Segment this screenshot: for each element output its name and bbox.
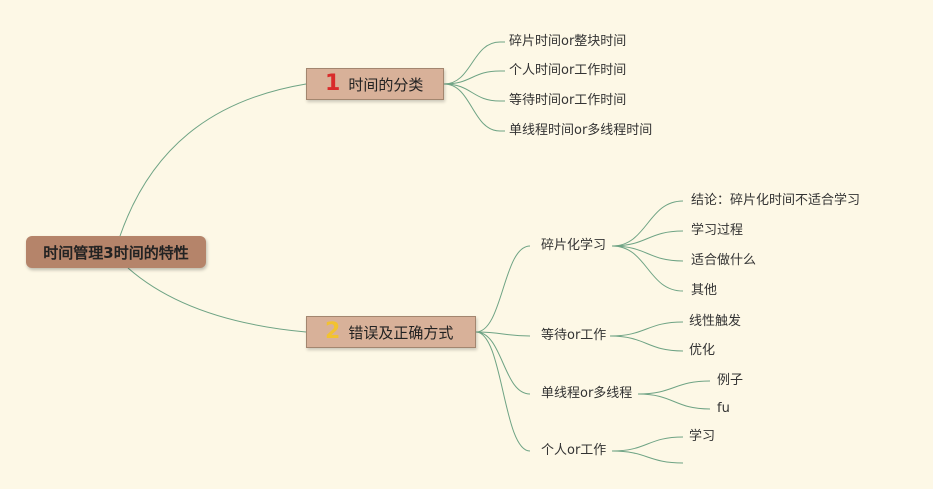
connector-branch2-subtopic <box>475 245 531 333</box>
branch-wrong-and-right-ways[interactable]: 2 错误及正确方式 <box>306 316 476 348</box>
branch-label: 错误及正确方式 <box>348 323 454 342</box>
branch-time-classification[interactable]: 1 时间的分类 <box>306 68 444 100</box>
leaf-learning-process[interactable]: 学习过程 <box>691 223 744 238</box>
leaf-linear-trigger[interactable]: 线性触发 <box>689 314 742 329</box>
branch-label: 时间的分类 <box>348 75 424 94</box>
subtopic-single-or-multi-thread[interactable]: 单线程or多线程 <box>541 386 633 401</box>
connector-sub1-leaf <box>611 245 684 262</box>
root-topic[interactable]: 时间管理3时间的特性 <box>26 236 206 268</box>
connector-sub1-leaf <box>611 200 684 247</box>
connector-sub1-leaf <box>611 230 684 247</box>
subtopic-personal-or-work[interactable]: 个人or工作 <box>541 443 607 458</box>
number-two-icon: 2 <box>325 319 341 344</box>
connector-sub3-leaf <box>637 380 711 395</box>
leaf-optimize[interactable]: 优化 <box>689 343 716 358</box>
connector-branch1-leaf <box>443 70 501 85</box>
connector-branch2-subtopic <box>475 331 531 395</box>
leaf-waiting-or-work-time[interactable]: 等待时间or工作时间 <box>509 93 627 108</box>
connector-root-branch1 <box>119 83 307 237</box>
connector-branch1-leaf <box>443 83 501 132</box>
connector-branch2-subtopic <box>475 331 531 337</box>
leaf-study[interactable]: 学习 <box>689 429 716 444</box>
leaf-suitable-for[interactable]: 适合做什么 <box>691 253 757 268</box>
connector-sub3-leaf <box>637 393 711 410</box>
leaf-single-or-multi-thread-time[interactable]: 单线程时间or多线程时间 <box>509 123 653 138</box>
connector-branch1-leaf <box>443 41 501 85</box>
leaf-fu[interactable]: fu <box>717 401 730 416</box>
connector-sub4-leaf <box>611 450 684 464</box>
connector-branch2-subtopic <box>475 331 531 452</box>
connector-sub1-leaf <box>611 245 684 292</box>
connector-sub4-leaf <box>611 436 684 452</box>
connector-branch1-leaf <box>443 83 501 102</box>
leaf-example[interactable]: 例子 <box>717 373 744 388</box>
connector-sub2-leaf <box>609 335 684 352</box>
leaf-personal-or-work-time[interactable]: 个人时间or工作时间 <box>509 63 627 78</box>
connector-sub2-leaf <box>609 321 684 337</box>
leaf-others[interactable]: 其他 <box>691 283 718 298</box>
root-topic-label: 时间管理3时间的特性 <box>43 243 189 262</box>
leaf-conclusion[interactable]: 结论：碎片化时间不适合学习 <box>691 193 861 208</box>
leaf-fragment-or-block-time[interactable]: 碎片时间or整块时间 <box>509 34 627 49</box>
number-one-icon: 1 <box>325 71 341 96</box>
subtopic-fragmented-learning[interactable]: 碎片化学习 <box>541 238 607 253</box>
connector-root-branch2 <box>127 267 307 333</box>
subtopic-waiting-or-work[interactable]: 等待or工作 <box>541 328 607 343</box>
